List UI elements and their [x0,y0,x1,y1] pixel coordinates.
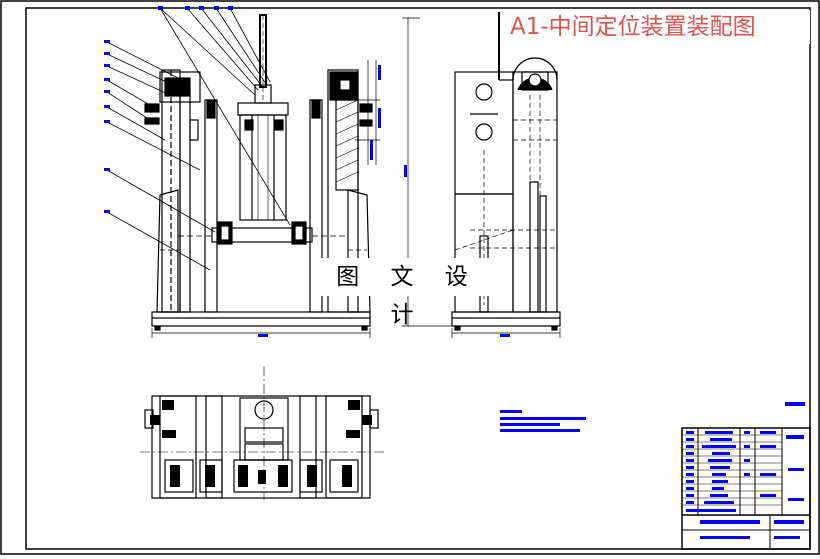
leader-lines [106,7,291,271]
balloon-marks [104,6,233,213]
dimension-text-marks [258,65,381,337]
front-view [144,14,373,331]
side-dimension-text-marks [404,165,510,337]
bom-rows [682,434,782,506]
drawing-title: A1-中间定位装置装配图 [510,10,810,44]
technical-notes [500,402,805,432]
front-dimensions [151,60,380,338]
side-view [451,12,561,331]
bom-text-marks [686,431,804,539]
title-block [681,427,811,550]
watermark-text: 图 文 设 计 [314,258,502,328]
top-view [140,366,385,500]
